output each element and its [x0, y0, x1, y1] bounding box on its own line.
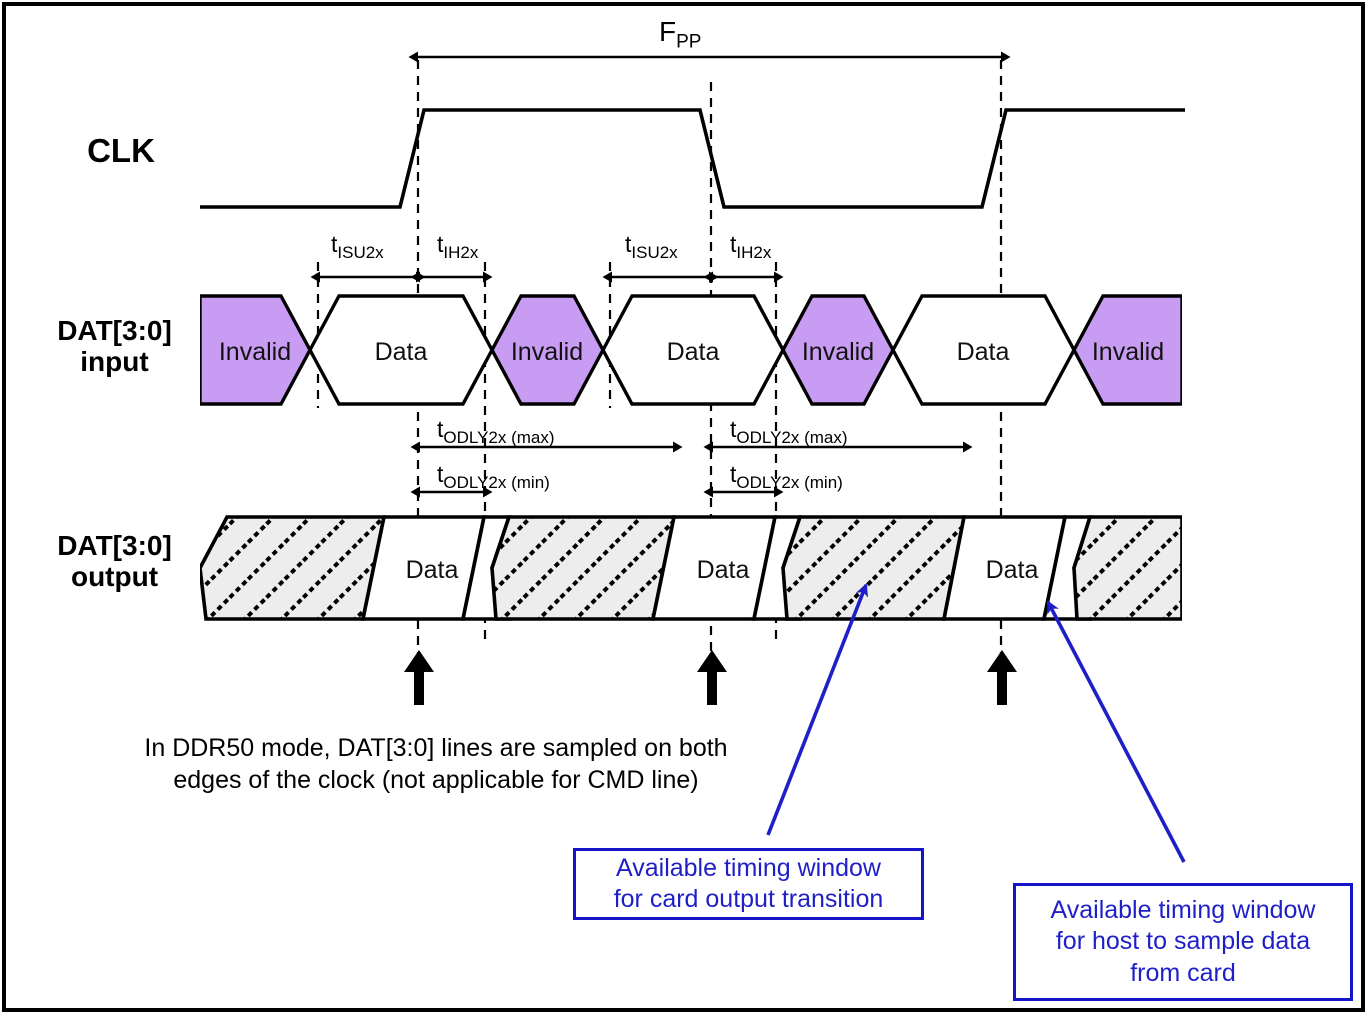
connector-host-sample: [1046, 600, 1186, 863]
dat-output-waveform: [200, 515, 1182, 621]
clk-label-text: CLK: [87, 132, 155, 169]
output-cell-label-3: Data: [697, 556, 750, 584]
caption-line-2: edges of the clock (not applicable for C…: [173, 766, 699, 794]
row-label-clk: CLK: [36, 132, 206, 170]
output-cell-label-5: Data: [986, 556, 1039, 584]
fpp-base: F: [659, 16, 677, 47]
fpp-label: FPP: [659, 16, 701, 54]
label-tih2x-1: tIH2x: [437, 231, 479, 262]
odly-measures: [410, 441, 973, 498]
input-cell-label-4: Invalid: [802, 338, 874, 366]
output-cell-label-1: Data: [406, 556, 459, 584]
input-cell-label-6: Invalid: [1092, 338, 1164, 366]
input-cell-label-2: Invalid: [511, 338, 583, 366]
label-todly2x-min-1: tODLY2x (min): [437, 461, 550, 492]
label-tih2x-2: tIH2x: [730, 231, 772, 262]
input-cell-label-0: Invalid: [219, 338, 291, 366]
callout-card-output-line1: Available timing window: [616, 853, 881, 882]
label-todly2x-min-2: tODLY2x (min): [730, 461, 843, 492]
callout-host-sample[interactable]: Available timing window for host to samp…: [1013, 883, 1353, 1001]
clk-waveform: [200, 108, 1185, 209]
callout-host-sample-line1: Available timing window: [1050, 896, 1316, 925]
callout-host-sample-line2: for host to sample data: [1055, 927, 1311, 956]
fpp-sub: PP: [676, 31, 702, 53]
label-tisu2x-2: tISU2x: [625, 231, 678, 262]
callout-host-sample-line3: from card: [1130, 958, 1236, 987]
input-cell-label-5: Data: [957, 338, 1010, 366]
callout-connectors: [766, 583, 1186, 863]
row-label-dat-input: DAT[3:0] input: [22, 315, 207, 378]
label-todly2x-max-1: tODLY2x (max): [437, 416, 555, 447]
dat-input-waveform: [200, 294, 1182, 406]
connector-card-output: [766, 583, 869, 836]
diagram-caption: In DDR50 mode, DAT[3:0] lines are sample…: [78, 732, 794, 796]
sample-point-markers: [404, 650, 1017, 705]
dat-input-label-line1: DAT[3:0]: [57, 315, 172, 346]
dat-output-label-line1: DAT[3:0]: [57, 530, 172, 561]
dat-input-label-line2: input: [80, 346, 149, 378]
dat-output-label-line2: output: [70, 561, 159, 593]
label-tisu2x-1: tISU2x: [331, 231, 384, 262]
caption-line-1: In DDR50 mode, DAT[3:0] lines are sample…: [144, 734, 728, 762]
input-cell-label-1: Data: [375, 338, 428, 366]
input-cell-label-3: Data: [667, 338, 720, 366]
callout-card-output-line2: for card output transition: [613, 885, 884, 913]
callout-card-output[interactable]: Available timing window for card output …: [573, 848, 924, 920]
label-todly2x-max-2: tODLY2x (max): [730, 416, 848, 447]
row-label-dat-output: DAT[3:0] output: [22, 530, 207, 593]
